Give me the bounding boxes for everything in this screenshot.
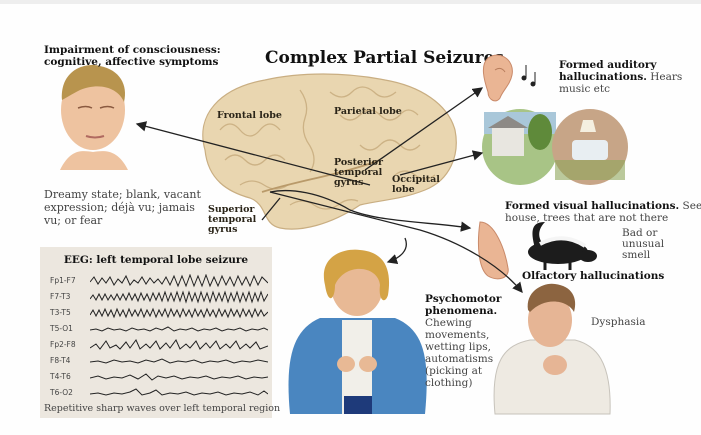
eeg-channel-row: F7-T3	[50, 290, 270, 304]
eeg-waveform	[90, 290, 268, 304]
auditory-line3: music etc	[559, 83, 610, 95]
eeg-channel-label: T6-O2	[50, 388, 73, 397]
superior-line3: gyrus	[208, 224, 238, 235]
eeg-channel-row: T4-T6	[50, 370, 270, 384]
eeg-channel-row: Fp1-F7	[50, 274, 270, 288]
posterior-line2: temporal	[334, 167, 383, 178]
impairment-heading-line1: Impairment of consciousness:	[44, 44, 221, 56]
eeg-waveform	[90, 326, 268, 332]
superior-line2: temporal	[208, 214, 257, 225]
nose-illustration	[477, 221, 509, 280]
connector-arrows	[135, 87, 523, 294]
eeg-waveform	[90, 388, 268, 396]
eeg-waveform	[90, 274, 268, 288]
house-scene-illustration	[482, 109, 558, 185]
psychomotor-line1: Psychomotor	[425, 293, 502, 305]
psychomotor-line7: (picking at	[425, 365, 483, 377]
eeg-panel: EEG: left temporal lobe seizure Fp1-F7 F…	[40, 247, 280, 418]
eeg-channel-label: F8-T4	[50, 356, 71, 365]
eeg-channel-row: F8-T4	[50, 354, 270, 368]
psychomotor-phenomena-label: Psychomotor phenomena. Chewing movements…	[425, 293, 501, 389]
posterior-line3: gyrus	[334, 177, 364, 188]
brain-illustration	[202, 73, 457, 230]
psychomotor-line2: phenomena.	[425, 305, 498, 317]
skunk-illustration	[528, 222, 597, 270]
posterior-temporal-gyrus-label: Posterior temporal gyrus	[334, 158, 383, 188]
olfactory-hallucinations-label: Olfactory hallucinations	[522, 270, 665, 282]
eeg-waveform	[90, 358, 268, 364]
posterior-line1: Posterior	[334, 157, 383, 168]
smell-line1: Bad or	[622, 227, 658, 239]
impairment-heading-line2: cognitive, affective symptoms	[44, 56, 219, 68]
woman-illustration	[288, 249, 427, 414]
room-scene-illustration	[552, 109, 628, 185]
auditory-line2-rest: Hears	[646, 71, 683, 83]
diagram-title: Complex Partial Seizures	[265, 48, 504, 68]
eeg-waveform	[90, 339, 268, 350]
eeg-title: EEG: left temporal lobe seizure	[63, 254, 249, 266]
eeg-channel-row: T6-O2	[50, 386, 270, 400]
dysphasia-man-illustration	[493, 283, 611, 415]
top-bar	[0, 0, 701, 4]
eeg-channel-label: F7-T3	[50, 292, 71, 301]
psychomotor-line8: clothing)	[425, 377, 473, 389]
auditory-hallucinations-label: Formed auditory hallucinations. Hears mu…	[559, 59, 682, 95]
smell-line3: smell	[622, 249, 651, 261]
impairment-desc-line2: expression; déjà vu; jamais	[44, 201, 195, 214]
auditory-line2-bold: hallucinations.	[559, 71, 647, 83]
occipital-line2: lobe	[392, 184, 415, 195]
parietal-lobe-label: Parietal lobe	[334, 106, 402, 117]
ear-illustration	[482, 54, 513, 102]
eeg-caption: Repetitive sharp waves over left tempora…	[44, 403, 281, 414]
smell-line2: unusual	[622, 238, 665, 250]
visual-bold: Formed visual hallucinations.	[505, 200, 680, 212]
frontal-lobe-label: Frontal lobe	[217, 110, 282, 121]
smell-description: Bad or unusual smell	[622, 228, 664, 261]
superior-temporal-gyrus-label: Superior temporal gyrus	[208, 205, 256, 235]
eeg-channel-label: Fp1-F7	[50, 276, 76, 285]
psychomotor-line5: wetting lips,	[425, 341, 491, 353]
impairment-desc-line1: Dreamy state; blank, vacant	[44, 188, 201, 201]
eeg-waveform	[90, 373, 268, 381]
eeg-channel-row: T5-O1	[50, 322, 270, 336]
dreamy-man-illustration	[60, 65, 128, 170]
eeg-channel-row: Fp2-F8	[50, 338, 270, 352]
visual-hallucinations-label: Formed visual hallucinations. Sees house…	[505, 200, 701, 224]
occipital-lobe-label: Occipital lobe	[392, 175, 440, 195]
eeg-channel-label: T4-T6	[50, 372, 71, 381]
occipital-line1: Occipital	[392, 174, 440, 185]
eeg-channel-row: T3-T5	[50, 306, 270, 320]
impairment-description: Dreamy state; blank, vacant expression; …	[44, 188, 201, 227]
visual-rest-line2: house, trees that are not there	[505, 212, 669, 224]
psychomotor-line3: Chewing	[425, 317, 472, 329]
dysphasia-label: Dysphasia	[591, 316, 646, 328]
psychomotor-line6: automatisms	[425, 353, 494, 365]
impairment-heading: Impairment of consciousness: cognitive, …	[44, 44, 221, 68]
eeg-waveform	[90, 307, 268, 319]
eeg-channel-label: Fp2-F8	[50, 340, 76, 349]
eeg-channel-label: T5-O1	[50, 324, 73, 333]
superior-line1: Superior	[208, 204, 255, 215]
psychomotor-line4: movements,	[425, 329, 490, 341]
visual-rest-line1: Sees	[682, 200, 701, 212]
auditory-line1: Formed auditory	[559, 59, 657, 71]
eeg-channel-label: T3-T5	[50, 308, 71, 317]
impairment-desc-line3: vu; or fear	[44, 214, 103, 227]
music-notes-icon	[521, 65, 536, 87]
